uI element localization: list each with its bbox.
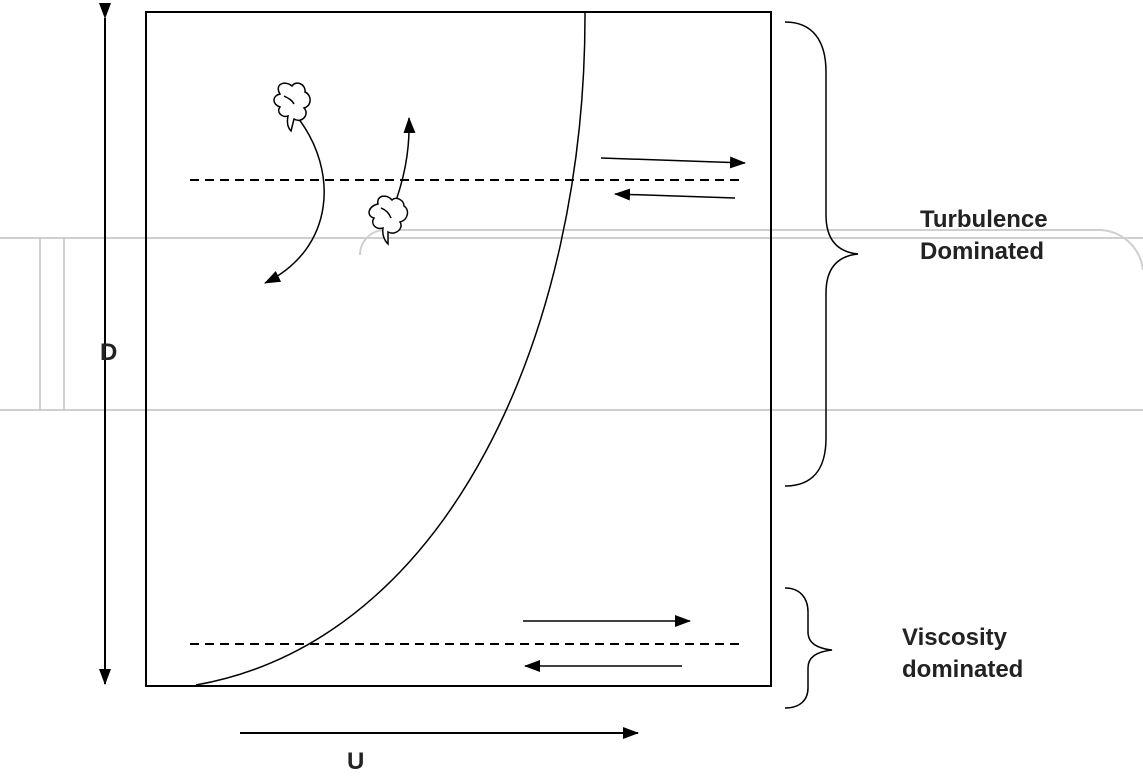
viscosity-label-line-1: Viscosity	[902, 624, 1007, 651]
turbulence-label-line-1: Turbulence	[920, 206, 1048, 233]
eddy-down-arrow	[264, 117, 325, 284]
velocity-profile-curve	[195, 11, 586, 686]
upper-shear-arrow-left	[614, 188, 736, 201]
viscosity-label-line-2: dominated	[902, 656, 1024, 683]
curly-brace-icon	[784, 21, 859, 487]
curly-brace-icon	[784, 587, 833, 709]
eddy-icon	[273, 82, 311, 133]
viscosity-dominated-label: Viscosity dominated	[902, 622, 1023, 686]
watermark	[0, 229, 1143, 411]
eddy-icon	[368, 195, 409, 246]
turbulence-dominated-label: Turbulence Dominated	[920, 204, 1048, 268]
velocity-axis-label: U	[347, 748, 365, 775]
turbulence-label-line-2: Dominated	[920, 238, 1045, 265]
plot-frame	[145, 11, 772, 687]
upper-shear-arrow-right	[600, 156, 746, 169]
depth-axis-label: D	[100, 339, 118, 366]
